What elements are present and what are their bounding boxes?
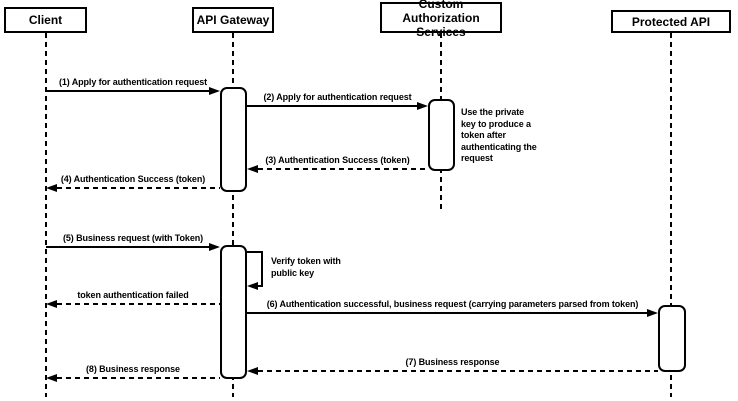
participant-box-client: Client [4, 7, 87, 33]
message-8-label: (8) Business response [86, 364, 180, 374]
message-8-line [57, 377, 220, 379]
message-3-line [258, 168, 428, 170]
message-2-arrowhead [417, 101, 428, 110]
message-6-line [247, 312, 647, 314]
activation-bar-api-gateway-1 [220, 87, 247, 192]
message-4-label: (4) Authentication Success (token) [60, 174, 206, 184]
participant-label-api-gateway: API Gateway [196, 13, 270, 27]
participant-label-custom-authorization-services: Custom Authorization Services [402, 0, 480, 39]
message-3-arrowhead [247, 164, 258, 173]
participant-box-custom-authorization-services: Custom Authorization Services [380, 0, 502, 39]
lifeline-protected-api [670, 33, 672, 397]
participant-label-protected-api: Protected API [631, 14, 711, 29]
message-4-line [57, 187, 220, 189]
self-message-loop-top [247, 251, 263, 253]
message-2-line [247, 105, 417, 107]
participant-box-api-gateway: API Gateway [192, 7, 274, 33]
message-7-label: (7) Business response [405, 357, 500, 367]
activation-bar-api-gateway-2 [220, 245, 247, 379]
message-3-label: (3) Authentication Success (token) [265, 155, 410, 165]
message-4-arrowhead [46, 183, 57, 192]
self-message-label: Verify token with public key [271, 256, 341, 278]
message-6-arrowhead [647, 308, 658, 317]
message-token-failed-arrowhead [46, 299, 57, 308]
self-message-loop-bottom [258, 285, 263, 287]
message-1-arrowhead [209, 86, 220, 95]
message-token-failed-label: token authentication failed [77, 290, 189, 300]
participant-box-protected-api: Protected API [611, 10, 731, 33]
message-6-label: (6) Authentication successful, business … [266, 299, 639, 309]
lifeline-api-gateway [232, 33, 234, 397]
note-text: Use the private key to produce a token a… [461, 107, 537, 163]
message-8-arrowhead [46, 373, 57, 382]
message-5-line [46, 246, 210, 248]
activation-bar-protected-api [658, 305, 686, 372]
lifeline-client [45, 33, 47, 397]
message-7-line [258, 370, 658, 372]
message-7-arrowhead [247, 366, 258, 375]
activation-bar-custom-authorization-services [428, 99, 455, 171]
participant-label-client: Client [28, 13, 63, 27]
message-1-label: (1) Apply for authentication request [58, 77, 208, 87]
message-5-arrowhead [209, 242, 220, 251]
message-token-failed-line [57, 303, 220, 305]
message-2-label: (2) Apply for authentication request [263, 92, 412, 102]
message-1-line [46, 90, 210, 92]
message-5-label: (5) Business request (with Token) [62, 233, 204, 243]
self-message-loop-right [261, 251, 263, 287]
self-message-arrowhead [247, 281, 258, 290]
